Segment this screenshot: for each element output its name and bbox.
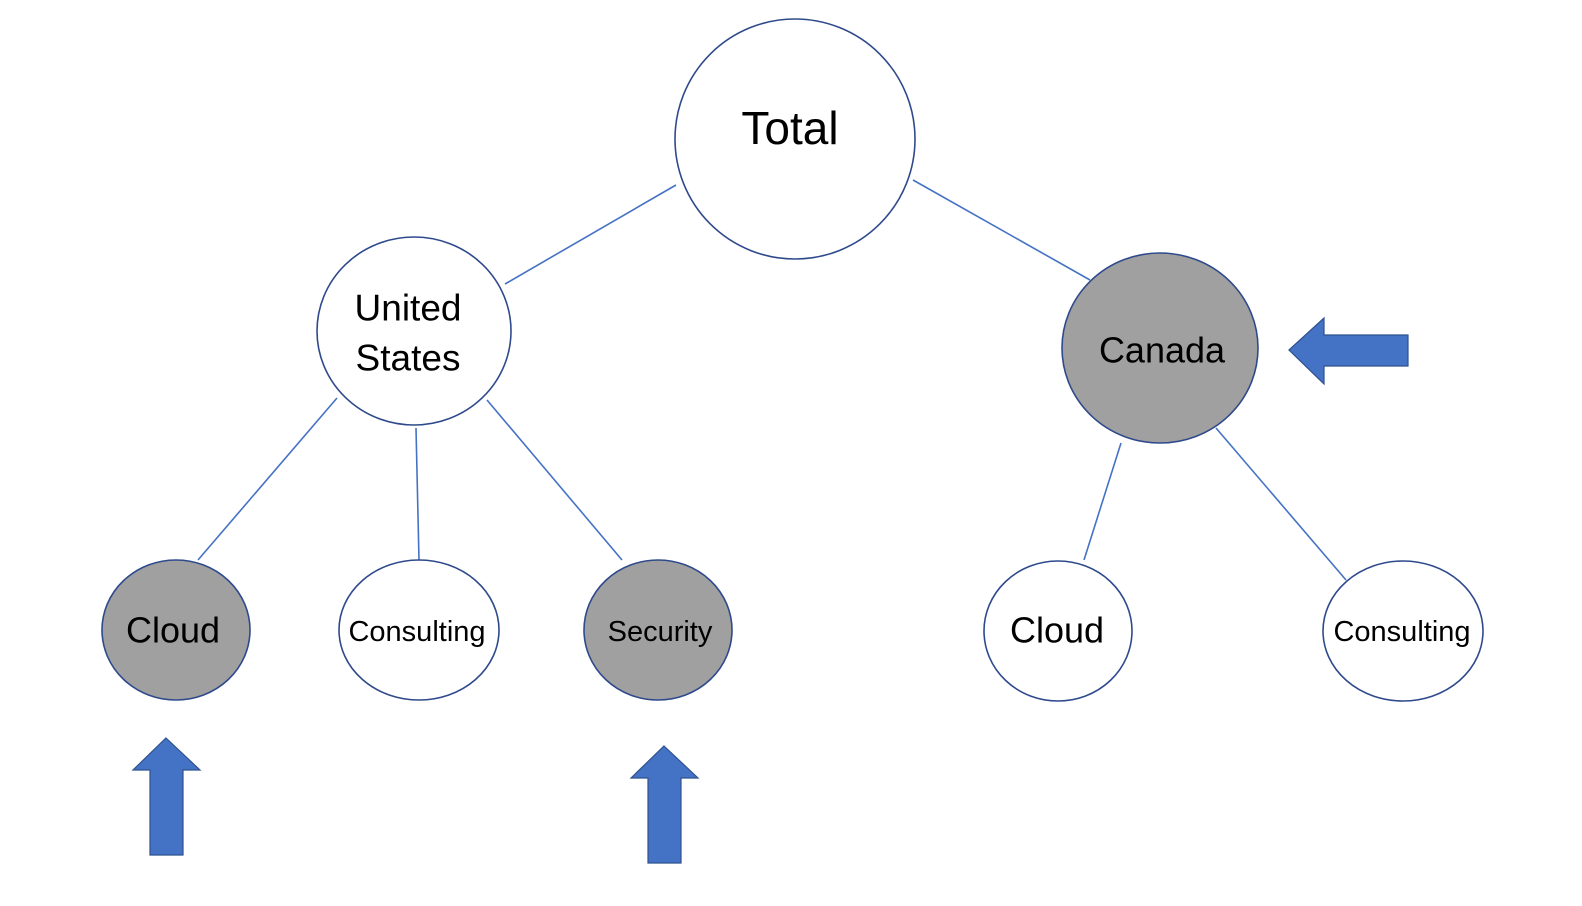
node-us-security-label: Security bbox=[608, 616, 713, 648]
node-united-states: United States bbox=[316, 236, 512, 426]
edge-canada-cloud bbox=[1083, 442, 1122, 561]
node-ca-consulting-circle bbox=[1322, 560, 1484, 702]
node-us-security-circle bbox=[583, 559, 733, 701]
node-us-cloud: Cloud bbox=[101, 559, 251, 701]
edge-united-states-consulting bbox=[415, 427, 420, 561]
edge-total-united-states bbox=[504, 184, 677, 285]
edge-canada-consulting bbox=[1215, 427, 1347, 581]
node-ca-consulting: Consulting bbox=[1322, 560, 1484, 702]
node-united-states-label-line1: United bbox=[355, 288, 462, 329]
node-canada: Canada bbox=[1061, 252, 1259, 444]
edge-united-states-cloud bbox=[197, 397, 338, 561]
node-us-consulting-circle bbox=[338, 559, 500, 701]
edge-total-canada bbox=[912, 179, 1091, 281]
node-us-cloud-label: Cloud bbox=[126, 610, 220, 651]
arrows bbox=[131, 316, 1409, 864]
node-total: Total bbox=[674, 18, 916, 260]
node-total-circle bbox=[674, 18, 916, 260]
arrow-up-icon-security bbox=[629, 745, 700, 864]
node-ca-consulting-label: Consulting bbox=[1333, 616, 1470, 648]
node-canada-label: Canada bbox=[1099, 330, 1226, 371]
node-us-security: Security bbox=[583, 559, 733, 701]
node-canada-circle bbox=[1061, 252, 1259, 444]
arrow-up-icon-cloud bbox=[131, 737, 202, 856]
node-us-cloud-circle bbox=[101, 559, 251, 701]
node-ca-cloud-circle bbox=[983, 560, 1133, 702]
node-us-consulting: Consulting bbox=[338, 559, 500, 701]
node-united-states-label-line2: States bbox=[356, 338, 461, 379]
edge-united-states-security bbox=[486, 399, 623, 561]
node-total-label: Total bbox=[741, 102, 838, 154]
arrow-left-icon-canada bbox=[1288, 316, 1409, 386]
node-united-states-circle bbox=[316, 236, 512, 426]
edges bbox=[197, 179, 1347, 581]
node-ca-cloud: Cloud bbox=[983, 560, 1133, 702]
node-us-consulting-label: Consulting bbox=[348, 616, 485, 648]
node-ca-cloud-label: Cloud bbox=[1010, 610, 1104, 651]
